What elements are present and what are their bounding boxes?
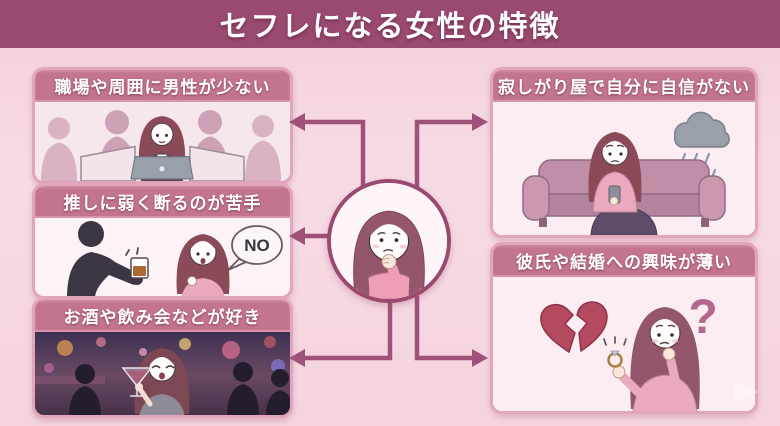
feature-box-lonely: 寂しがり屋で自分に自信がない <box>490 67 758 238</box>
arrow-bottom-left <box>303 296 393 361</box>
party-silhouettes <box>69 362 290 415</box>
party-with-cocktail-illustration <box>35 332 290 415</box>
laptop-icon <box>130 156 194 180</box>
woman-with-cocktail <box>121 348 190 415</box>
no-bubble-text: NO <box>244 236 270 255</box>
woman-at-desk <box>130 116 194 181</box>
cubicle-partition <box>80 145 245 181</box>
woman-doubting-ring-illustration: ? <box>493 277 755 411</box>
doubting-woman <box>603 307 700 411</box>
arrow-top-left <box>303 119 366 190</box>
drink-glass-icon <box>130 257 149 279</box>
couch-scene <box>493 102 755 235</box>
feature-label: 寂しがり屋で自分に自信がない <box>493 70 755 102</box>
lonely-woman-on-couch-illustration <box>493 102 755 235</box>
page-title: セフレになる女性の特徴 <box>219 11 561 43</box>
no-speech-bubble: NO <box>227 225 283 271</box>
arrow-top-right <box>414 119 474 190</box>
office-scene <box>35 102 290 181</box>
party-scene <box>35 332 290 415</box>
broken-heart-icon <box>540 301 608 354</box>
arrow-bottom-right <box>414 296 474 361</box>
man-offering-drink-illustration: NO <box>35 218 290 296</box>
hand-on-chin <box>381 254 397 270</box>
feature-label: 推しに弱く断るのが苦手 <box>35 186 290 218</box>
female-silhouettes <box>41 115 281 181</box>
arrowhead-right-2 <box>472 349 488 367</box>
feature-label: 彼氏や結婚への興味が薄い <box>493 245 755 277</box>
martini-glass-icon <box>121 367 153 397</box>
feature-box-refusing: 推しに弱く断るのが苦手 <box>32 183 293 299</box>
feature-box-ring-doubt: 彼氏や結婚への興味が薄い ? <box>490 242 758 414</box>
center-character-circle <box>327 179 451 303</box>
phone-icon <box>608 185 621 206</box>
ring-doubt-scene: ? <box>493 277 755 411</box>
feature-label: お酒や飲み会などが好き <box>35 300 290 332</box>
ring-icon <box>603 336 627 368</box>
feature-label: 職場や周囲に男性が少ない <box>35 70 290 102</box>
feature-box-office: 職場や周囲に男性が少ない <box>32 67 293 184</box>
sad-woman-with-phone <box>588 132 658 235</box>
woman-refusing <box>176 234 230 296</box>
refusal-scene: NO <box>35 218 290 296</box>
arrowhead-right-1 <box>472 113 488 131</box>
worried-woman-illustration <box>331 183 447 299</box>
title-banner: セフレになる女性の特徴 <box>0 0 780 48</box>
feature-box-party: お酒や飲み会などが好き <box>32 297 293 418</box>
office-with-few-men-illustration <box>35 102 290 181</box>
